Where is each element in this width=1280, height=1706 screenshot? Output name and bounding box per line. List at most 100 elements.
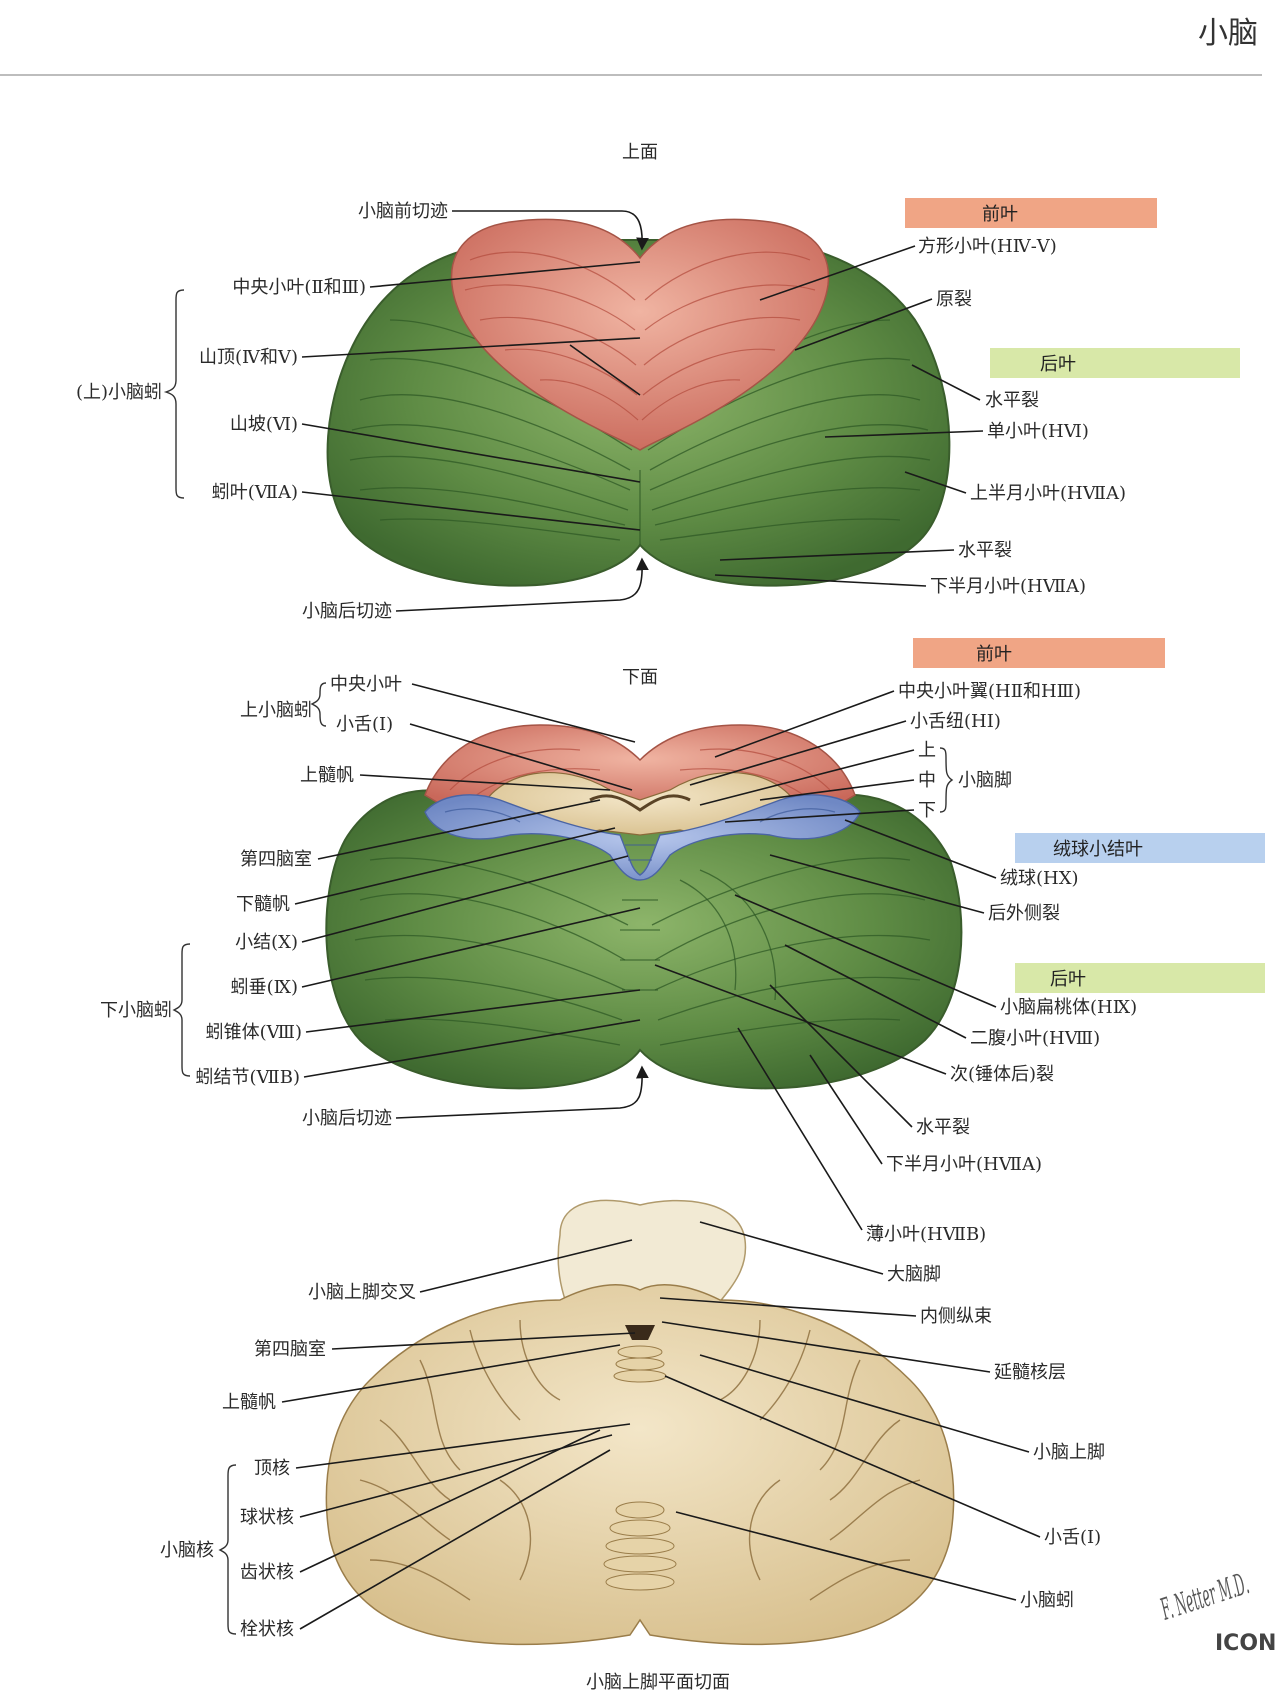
label-inferior-posterior-notch: 小脑后切迹 — [302, 1108, 392, 1129]
label-horizontal-fissure-2: 水平裂 — [958, 540, 1012, 561]
label-section-globose: 球状核 — [240, 1507, 294, 1528]
label-inferior-horizontal-fissure: 水平裂 — [916, 1117, 970, 1138]
leader-section-superior-peduncle — [699, 1354, 1030, 1453]
label-folium: 蚓叶(ⅦA) — [212, 482, 298, 503]
leader-inferior-uvula — [301, 907, 641, 988]
leader-section-dentate — [299, 1429, 601, 1573]
leader-inferior-pyramis — [305, 989, 641, 1033]
leader-section-emboliform — [299, 1449, 611, 1630]
artist-signature: F. Netter M.D. — [1156, 1567, 1253, 1628]
leader-section-decussation — [419, 1239, 633, 1293]
leader-section-fourth-ventricle — [331, 1332, 636, 1350]
label-inferior-inferior-velum: 下髓帆 — [236, 894, 290, 915]
label-section-fastigial: 顶核 — [254, 1458, 290, 1479]
superior-red-lobe — [450, 218, 830, 451]
superior-view-title: 上面 — [622, 142, 658, 163]
label-inferior-superior-vermis-group: 上小脑蚓 — [240, 700, 312, 721]
label-section-dentate: 齿状核 — [240, 1562, 294, 1583]
leader-section-cerebral-peduncle — [699, 1221, 884, 1275]
brace-nuclei — [218, 1464, 237, 1635]
inferior-view: 下面 — [100, 638, 1265, 1245]
brace-superior-vermis-inferior — [310, 682, 327, 727]
inferior-fourth-ventricle-shadow — [589, 794, 691, 812]
leader-inferior-superior-velum — [359, 774, 611, 791]
label-central-lobule: 中央小叶(Ⅱ和Ⅲ) — [232, 277, 366, 298]
superior-anterior-lobe-box — [905, 198, 1157, 228]
label-section-superior-velum: 上髓帆 — [222, 1392, 276, 1413]
label-inferior-tonsil: 小脑扁桃体(HⅨ) — [1000, 997, 1137, 1018]
leader-superior-semilunar — [904, 471, 967, 494]
leader-culmen-2 — [569, 344, 641, 396]
label-inferior-fourth-ventricle: 第四脑室 — [240, 849, 312, 870]
label-inferior-uvula: 蚓垂(Ⅸ) — [231, 977, 298, 998]
leader-inferior-nodulus — [301, 855, 629, 943]
leader-horizontal-fissure-1 — [911, 364, 981, 401]
label-quadrangular: 方形小叶(HⅣ-Ⅴ) — [918, 236, 1057, 257]
label-inferior-gracile: 薄小叶(HⅦB) — [866, 1224, 986, 1245]
label-inferior-posterolateral: 后外侧裂 — [988, 903, 1060, 924]
label-anterior-notch: 小脑前切迹 — [358, 201, 448, 222]
label-inferior-nodulus: 小结(Ⅹ) — [235, 932, 298, 953]
leader-quadrangular — [759, 245, 916, 301]
page-header: 小脑 — [0, 0, 1280, 80]
inferior-green-folia — [354, 857, 931, 1046]
inferior-view-title: 下面 — [622, 667, 658, 688]
leader-central-lobule — [369, 261, 641, 288]
label-inferior-lingula: 小舌(Ⅰ) — [336, 714, 393, 735]
label-section-superior-peduncle: 小脑上脚 — [1033, 1442, 1105, 1463]
inferior-posterior-lobe-box — [1015, 963, 1265, 993]
leader-peduncle-inferior — [724, 809, 915, 823]
leader-inferior-vinculum — [689, 720, 907, 786]
section-caption: 小脑上脚平面切面 — [586, 1672, 730, 1693]
section-gyri — [359, 1319, 921, 1601]
publisher-logo: ICON — [1215, 1631, 1276, 1656]
label-inferior-wing-central: 中央小叶翼(HⅡ和HⅢ) — [898, 681, 1081, 702]
label-inferior-semilunar: 下半月小叶(HⅦA) — [886, 1154, 1042, 1175]
leader-section-superior-velum — [281, 1344, 621, 1403]
label-horizontal-fissure-1: 水平裂 — [985, 390, 1039, 411]
superior-red-folia — [464, 251, 816, 421]
leader-peduncle-middle — [759, 779, 915, 801]
leader-inferior-fourth-ventricle — [317, 799, 601, 860]
leader-inferior-wing-central — [714, 690, 895, 758]
label-section-decussation: 小脑上脚交叉 — [308, 1282, 416, 1303]
brace-peduncles — [939, 747, 954, 813]
superior-anterior-lobe-label: 前叶 — [982, 204, 1018, 225]
section-fourth-ventricle — [625, 1325, 655, 1340]
leader-simple-lobule — [824, 430, 984, 438]
leader-inferior-flocculus — [844, 819, 997, 879]
inferior-blue-lobe — [424, 794, 861, 881]
leader-inferior-posterior-notch — [395, 1065, 649, 1119]
inferior-flocculonodular-label: 绒球小结叶 — [1053, 839, 1143, 860]
leader-declive — [301, 423, 641, 483]
header-rule — [0, 74, 1262, 76]
label-inferior-central-lobule: 中央小叶 — [330, 674, 402, 695]
leader-culmen — [301, 337, 641, 358]
leader-section-vermis — [675, 1511, 1017, 1601]
label-section-cerebral-peduncle: 大脑脚 — [887, 1264, 941, 1285]
superior-posterior-lobe-label: 后叶 — [1040, 354, 1076, 375]
label-superior-semilunar: 上半月小叶(HⅦA) — [970, 483, 1126, 504]
label-peduncle-superior: 上 — [918, 740, 936, 761]
leader-inferior-lingula — [409, 723, 633, 791]
leader-section-lingula — [664, 1375, 1041, 1538]
leader-inferior-semilunar — [714, 574, 927, 587]
label-culmen: 山顶(Ⅳ和Ⅴ) — [199, 347, 298, 368]
brace-superior-vermis — [163, 289, 185, 499]
section-view: 小脑上脚交叉 第四脑室 上髓帆 顶核 球状核 齿状核 栓状核 小脑核 大脑脚 内… — [160, 1199, 1105, 1693]
leader-inferior-horizontal-fissure — [769, 984, 913, 1128]
section-cerebellum — [325, 1284, 955, 1646]
label-declive: 山坡(Ⅵ) — [230, 414, 298, 435]
leader-inferior-gracile — [737, 1027, 863, 1231]
leader-posterior-notch — [395, 557, 649, 612]
label-section-nuclei-group: 小脑核 — [160, 1540, 214, 1561]
label-inferior-biventral: 二腹小叶(HⅧ) — [970, 1028, 1100, 1049]
leader-inferior-tuber — [303, 1019, 641, 1078]
superior-posterior-lobe-box — [990, 348, 1240, 378]
inferior-posterior-lobe-label: 后叶 — [1050, 969, 1086, 990]
leader-inferior-secondary-fissure — [654, 964, 947, 1075]
label-section-medullary-layer: 延髓核层 — [994, 1362, 1066, 1383]
label-primary-fissure: 原裂 — [936, 289, 972, 310]
label-section-mlf: 内侧纵束 — [920, 1306, 992, 1327]
